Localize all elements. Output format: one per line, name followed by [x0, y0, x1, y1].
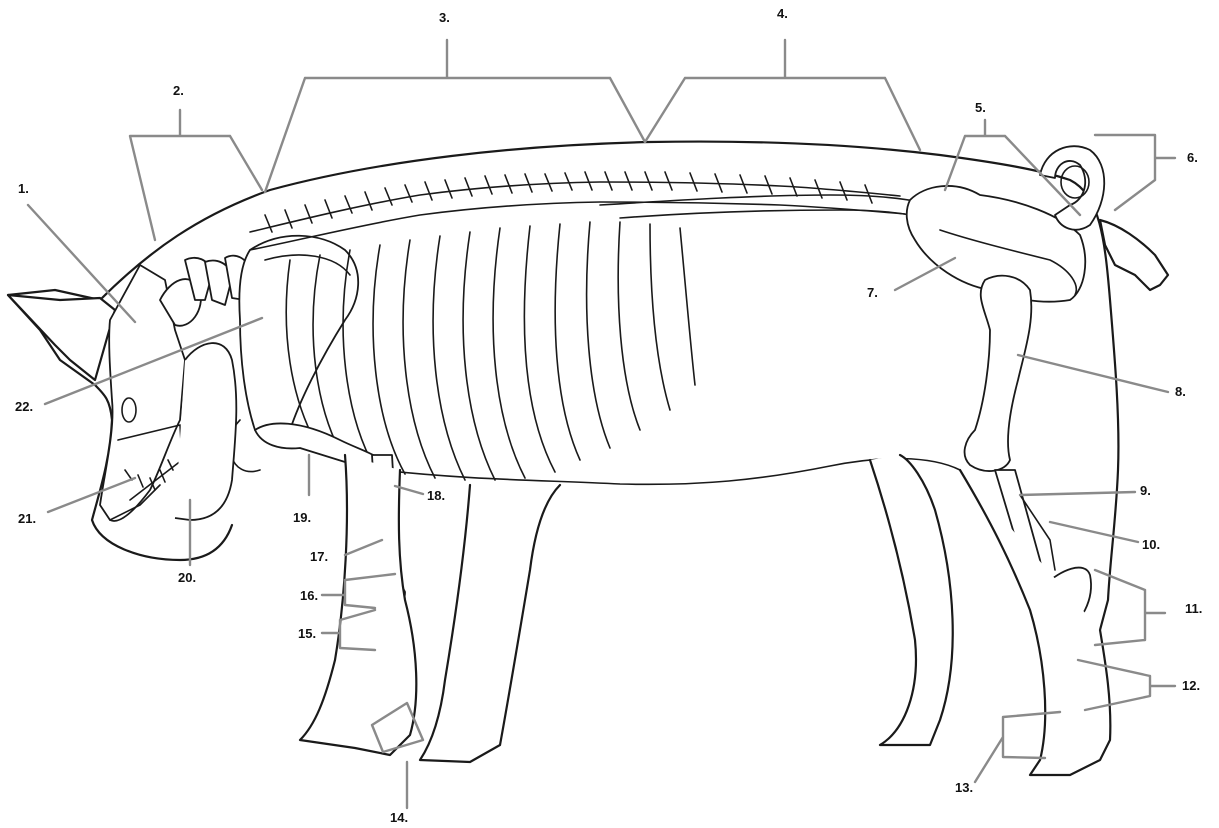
- label-18: 18.: [427, 488, 445, 503]
- label-5: 5.: [975, 100, 986, 115]
- label-12: 12.: [1182, 678, 1200, 693]
- label-22: 22.: [15, 399, 33, 414]
- label-13: 13.: [955, 780, 973, 795]
- label-19: 19.: [293, 510, 311, 525]
- label-1: 1.: [18, 181, 29, 196]
- label-10: 10.: [1142, 537, 1160, 552]
- far-front-leg: [420, 485, 560, 762]
- label-8: 8.: [1175, 384, 1186, 399]
- label-14: 14.: [390, 810, 408, 825]
- label-20: 20.: [178, 570, 196, 585]
- label-15: 15.: [298, 626, 316, 641]
- label-4: 4.: [777, 6, 788, 21]
- tail: [1100, 220, 1168, 290]
- label-9: 9.: [1140, 483, 1151, 498]
- label-21: 21.: [18, 511, 36, 526]
- label-3: 3.: [439, 10, 450, 25]
- ear: [8, 295, 115, 380]
- front-leg-outline: [300, 455, 416, 755]
- label-11: 11.: [1185, 601, 1202, 616]
- label-17: 17.: [310, 549, 328, 564]
- label-6: 6.: [1187, 150, 1198, 165]
- label-16: 16.: [300, 588, 318, 603]
- label-2: 2.: [173, 83, 184, 98]
- label-7: 7.: [867, 285, 878, 300]
